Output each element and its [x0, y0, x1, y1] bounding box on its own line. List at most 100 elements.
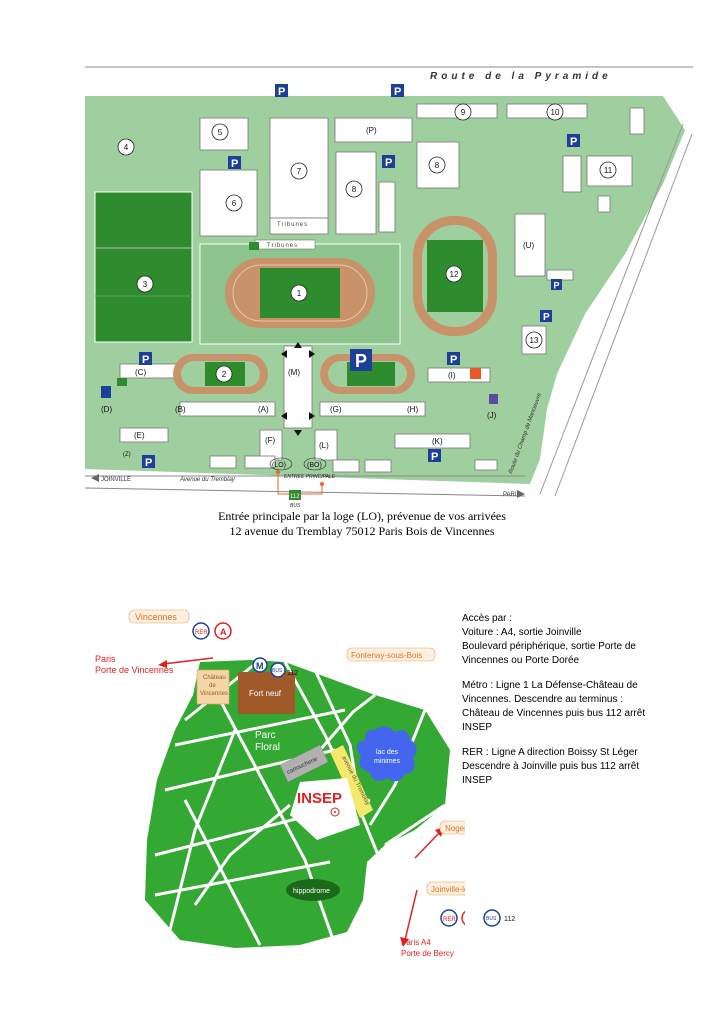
label-F: (F)	[265, 436, 276, 445]
parc-floral-label-2: Floral	[255, 742, 280, 753]
label-G: (G)	[330, 405, 342, 414]
lac-des-minimes	[356, 726, 417, 782]
label-K: (K)	[432, 437, 443, 446]
nogent-label: Nogent-sur-Marne	[445, 824, 465, 833]
metro-a-icon-joinville	[461, 910, 465, 926]
parc-floral-label-1: Parc	[255, 730, 276, 741]
building-K	[394, 433, 471, 449]
number-1: 1	[297, 289, 302, 298]
paris-a4-label-1: Paris A4	[401, 938, 431, 947]
fontenay-label: Fontenay-sous-Bois	[351, 651, 422, 660]
road-paris-label: PARIS	[503, 492, 521, 498]
number-8b: 8	[435, 161, 440, 170]
parking-markers: P P P P P P P P P P P P	[139, 84, 580, 469]
chateau-de-vincennes	[196, 669, 230, 705]
parking-icon: P	[385, 157, 392, 169]
number-2: 2	[222, 370, 227, 379]
lac-label-1: lac des	[376, 749, 399, 756]
number-5: 5	[218, 128, 223, 137]
metro-m-icon	[252, 657, 268, 673]
lac-label-2: minimes	[374, 758, 401, 765]
number-4: 4	[124, 143, 129, 152]
bus-icon-joinville	[483, 909, 501, 927]
number-13: 13	[530, 336, 539, 345]
metro-a-label: A	[220, 627, 227, 637]
road-avenue-label: Avenue du Tremblay	[179, 477, 236, 483]
paris-a4-label-2: Porte de Bercy	[401, 949, 454, 958]
access-boulevard: Boulevard périphérique, sortie Porte de …	[462, 641, 636, 666]
restaurant-icon	[101, 386, 111, 398]
bus-icon	[270, 662, 286, 678]
tribunes-label-2: Tribunes	[277, 222, 308, 228]
avenue-du-tremblay	[330, 745, 373, 818]
building-P	[334, 117, 413, 143]
parking-icon: P	[554, 281, 560, 291]
building-M	[283, 345, 313, 429]
building-F	[259, 429, 283, 461]
hippodrome	[286, 879, 340, 901]
parking-icon: P	[450, 354, 457, 366]
caption-line-1: Entrée principale par la loge (LO), prév…	[218, 509, 506, 523]
access-rer: RER : Ligne A direction Boissy St Léger …	[462, 747, 640, 786]
number-9: 9	[461, 108, 466, 117]
label-J: (J)	[487, 411, 497, 420]
shop-icon	[489, 394, 498, 404]
paris-label: Paris	[95, 654, 116, 664]
parking-icon: P	[543, 312, 550, 323]
bus-stop-icon	[289, 490, 301, 500]
label-BO: (BO)	[307, 462, 322, 469]
porte-vincennes-label: Porte de Vincennes	[95, 665, 174, 675]
bus-112-label: 112	[287, 670, 298, 677]
label-P: (P)	[366, 126, 377, 135]
chateau-label-1: Château	[203, 675, 226, 681]
joinville-label: Joinville-le-Pont	[431, 885, 465, 894]
cartoucherie	[279, 744, 329, 783]
chateau-label-3: Vincennes	[200, 691, 228, 697]
label-LO: (LO)	[272, 462, 286, 469]
area-map: Paris Porte de Vincennes Vincennes RER A…	[95, 609, 465, 958]
access-title: Accès par :	[462, 613, 513, 624]
bus-stop-label: BUS	[290, 503, 301, 509]
access-metro: Métro : Ligne 1 La Défense-Château de Vi…	[462, 680, 646, 733]
bus-joinville-112: 112	[504, 916, 515, 923]
parking-icon: P	[142, 354, 149, 366]
number-10: 10	[551, 108, 560, 117]
field-3	[94, 191, 193, 343]
paris-arrow-icon	[158, 660, 167, 668]
first-aid-icon	[470, 368, 481, 379]
building-G	[319, 401, 426, 417]
parking-icon: P	[355, 351, 367, 371]
rer-icon-joinville	[440, 909, 458, 927]
label-C: (C)	[135, 368, 146, 377]
building-number-markers	[117, 103, 617, 383]
label-L: (L)	[319, 441, 329, 450]
parking-icon: P	[278, 86, 285, 98]
label-D: (D)	[101, 405, 112, 414]
caption-line-2: 12 avenue du Tremblay 75012 Paris Bois d…	[229, 524, 495, 538]
metro-a-icon	[214, 622, 232, 640]
label-I: (I)	[448, 371, 456, 380]
vincennes-label: Vincennes	[135, 612, 177, 622]
number-12: 12	[450, 270, 459, 279]
number-3: 3	[143, 280, 148, 289]
tribunes-label-1: Tribunes	[267, 243, 298, 249]
paris-a4-arrow-icon	[400, 937, 409, 947]
access-info: Accès par : Voiture : A4, sortie Joinvil…	[462, 612, 662, 799]
chateau-label-2: de	[209, 683, 216, 689]
label-H: (H)	[407, 405, 418, 414]
number-8: 8	[352, 185, 357, 194]
fort-neuf	[238, 672, 295, 714]
label-E: (E)	[134, 431, 145, 440]
number-11: 11	[604, 166, 613, 175]
phone-icon	[117, 378, 127, 386]
label-U: (U)	[523, 241, 534, 250]
insep-site	[290, 778, 360, 840]
metro-m-label: M	[256, 661, 264, 671]
rer-joinville-label: RER	[443, 917, 456, 923]
road-joinville-label: JOINVILLE	[101, 477, 131, 483]
label-Z: (Z)	[123, 452, 131, 458]
fort-neuf-label: Fort neuf	[249, 689, 282, 698]
insep-location-icon	[330, 807, 340, 817]
parking-icon: P	[570, 136, 577, 148]
insep-label: INSEP	[297, 790, 342, 807]
